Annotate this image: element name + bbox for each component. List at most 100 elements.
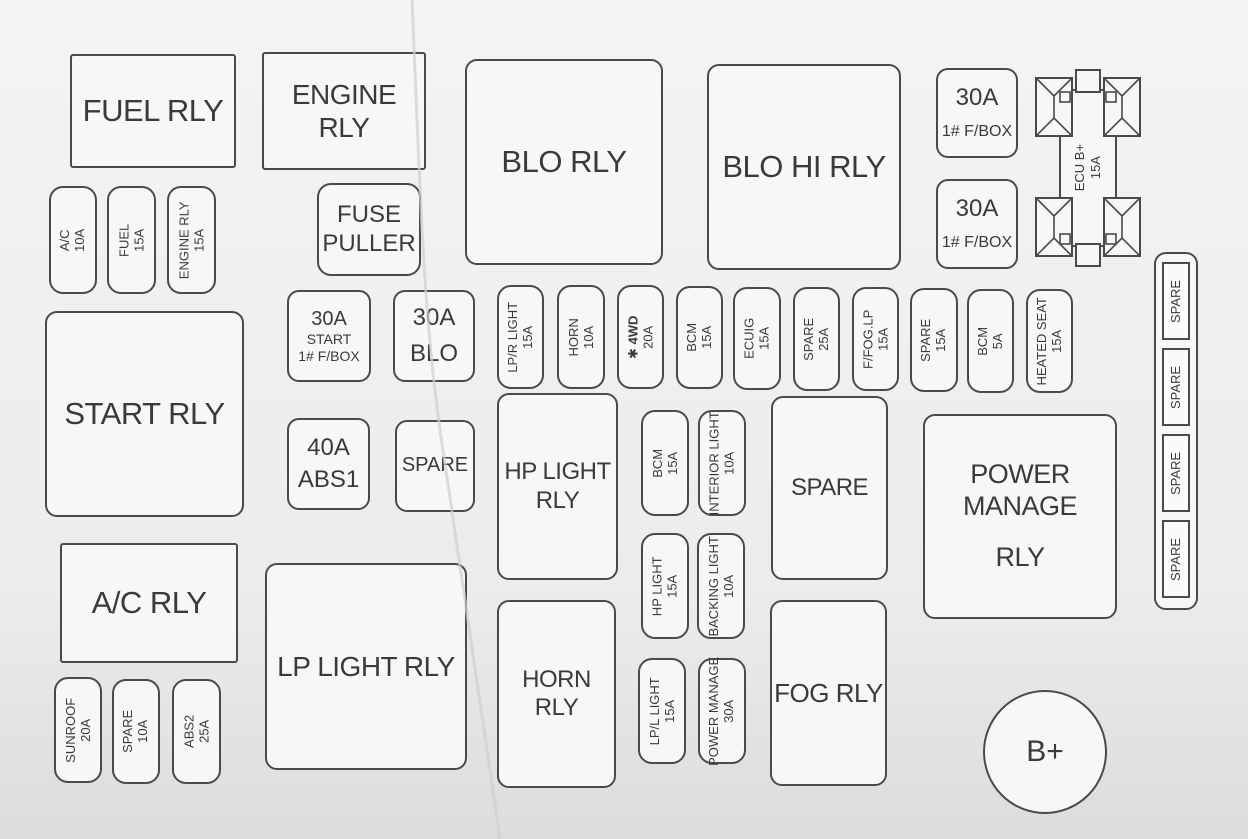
maxi-fuse-fbox-bottom-rating: 30A — [955, 195, 999, 223]
maxi-fuse-start-rating: 30A — [311, 307, 347, 330]
fuse-spare-25a-rating: 25A — [816, 327, 832, 351]
fuse-horn-name: HORN — [565, 317, 581, 357]
ecu-fuse-name: ECU B+ — [1072, 144, 1088, 192]
fuse-puller-line2: PULLER — [322, 229, 416, 257]
fuel-relay-label: FUEL RLY — [82, 92, 224, 128]
spare-strip-label: SPARE — [1168, 537, 1184, 581]
fuse-4wd-rating: 20A — [640, 325, 656, 349]
fuse-interior-light-name: INTERIOR LIGHT — [706, 410, 722, 516]
lp-light-relay-label: LP LIGHT RLY — [277, 650, 455, 682]
fuse-ffog-lp-name: F/FOG.LP — [860, 309, 876, 369]
fuse-engine-rly-rating: 15A — [191, 228, 207, 252]
fuse-horn-rating: 10A — [581, 325, 596, 349]
power-manage-relay-line2: RLY — [995, 542, 1045, 573]
fuse-ffog-lp-rating: 15A — [875, 327, 891, 351]
fuse-bcm-top-rating: 15A — [699, 325, 715, 350]
fuse-sunroof-name: SUNROOF — [62, 697, 78, 763]
maxi-fuse-fbox-bottom: 30A 1# F/BOX — [936, 179, 1018, 269]
power-manage-relay: POWER MANAGE RLY — [923, 414, 1117, 619]
maxi-fuse-spare: SPARE — [395, 420, 475, 512]
fuse-backing-light-rating: 10A — [721, 574, 737, 598]
maxi-fuse-fbox-top-rating: 30A — [955, 84, 999, 112]
hp-light-relay: HP LIGHT RLY — [497, 393, 618, 580]
maxi-fuse-blo-rating: 30A — [412, 303, 456, 331]
maxi-fuse-start: 30A START 1# F/BOX — [287, 290, 371, 382]
fuse-puller: FUSE PULLER — [317, 183, 421, 276]
ac-relay-label: A/C RLY — [91, 584, 207, 620]
fuse-spare-25a-name: SPARE — [801, 317, 817, 361]
spare-strip-label: SPARE — [1168, 365, 1184, 409]
spare-strip-slot: SPARE — [1162, 262, 1190, 340]
fuse-spare-15a-rating: 15A — [933, 328, 949, 352]
fuse-heated-seat-name: HEATED SEAT — [1034, 296, 1050, 386]
maxi-fuse-start-line1: START — [306, 331, 352, 348]
fuse-lpr-light-rating: 15A — [520, 325, 536, 349]
ecu-fuse-rating: 15A — [1088, 156, 1104, 180]
maxi-fuse-fbox-top-name: 1# F/BOX — [941, 122, 1013, 140]
b-plus-terminal: B+ — [983, 690, 1107, 814]
fuse-power-manage-name: POWER MANAGE — [706, 656, 722, 766]
horn-relay-label: HORN RLY — [522, 665, 591, 721]
fuse-lpl-light-name: LP/L LIGHT — [646, 676, 662, 746]
blo-relay: BLO RLY — [465, 59, 663, 265]
maxi-fuse-blo: 30A BLO — [393, 290, 475, 382]
fuse-fuel-rating: 15A — [131, 228, 147, 252]
fuse-heated-seat-rating: 15A — [1049, 329, 1065, 353]
ecu-fuse-holder-outline — [1035, 69, 1141, 267]
fuse-spare-15a-name: SPARE — [918, 318, 934, 362]
spare-strip-slot: SPARE — [1162, 520, 1190, 598]
fuse-hp-light-name: HP LIGHT — [649, 556, 665, 616]
maxi-fuse-start-line2: 1# F/BOX — [298, 347, 360, 364]
hp-light-relay-line1: HP LIGHT — [504, 458, 611, 486]
fuse-spare-10a-name: SPARE — [120, 709, 136, 754]
fuse-bcm-top-name: BCM — [684, 323, 700, 352]
engine-relay: ENGINE RLY — [262, 52, 426, 170]
spare-fuse-strip: SPARE SPARE SPARE SPARE — [1154, 252, 1198, 610]
maxi-fuse-fbox-top: 30A 1# F/BOX — [936, 68, 1018, 158]
spare-strip-slot: SPARE — [1162, 348, 1190, 426]
fuse-lpl-light-rating: 15A — [662, 699, 677, 723]
fuse-bcm-mid-name: BCM — [649, 448, 665, 478]
power-manage-relay-line1: POWER MANAGE — [962, 458, 1078, 521]
maxi-fuse-abs1-name: ABS1 — [297, 466, 360, 493]
fuse-ac-name: A/C — [57, 229, 73, 251]
fuel-relay: FUEL RLY — [70, 54, 236, 168]
spare-relay: SPARE — [771, 396, 888, 580]
fuse-backing-light-name: BACKING LIGHT — [705, 535, 721, 637]
fog-relay: FOG RLY — [770, 600, 887, 786]
fuse-interior-light-rating: 10A — [722, 451, 738, 475]
ecu-fuse-holder: ECU B+15A — [1032, 66, 1144, 270]
maxi-fuse-spare-name: SPARE — [401, 454, 469, 477]
fuse-ecuig-rating: 15A — [756, 326, 772, 351]
engine-relay-label: ENGINE RLY — [291, 78, 397, 143]
maxi-fuse-blo-name: BLO — [409, 340, 459, 367]
spare-relay-label: SPARE — [790, 473, 869, 501]
maxi-fuse-abs1: 40A ABS1 — [287, 418, 370, 510]
spare-strip-label: SPARE — [1168, 279, 1184, 323]
fog-relay-label: FOG RLY — [774, 677, 883, 708]
fuse-engine-rly-name: ENGINE RLY — [176, 201, 192, 279]
fuse-power-manage-rating: 30A — [722, 699, 738, 723]
fuse-fuel-name: FUEL — [116, 223, 132, 257]
horn-relay: HORN RLY — [497, 600, 616, 788]
start-relay-label: START RLY — [64, 395, 225, 431]
